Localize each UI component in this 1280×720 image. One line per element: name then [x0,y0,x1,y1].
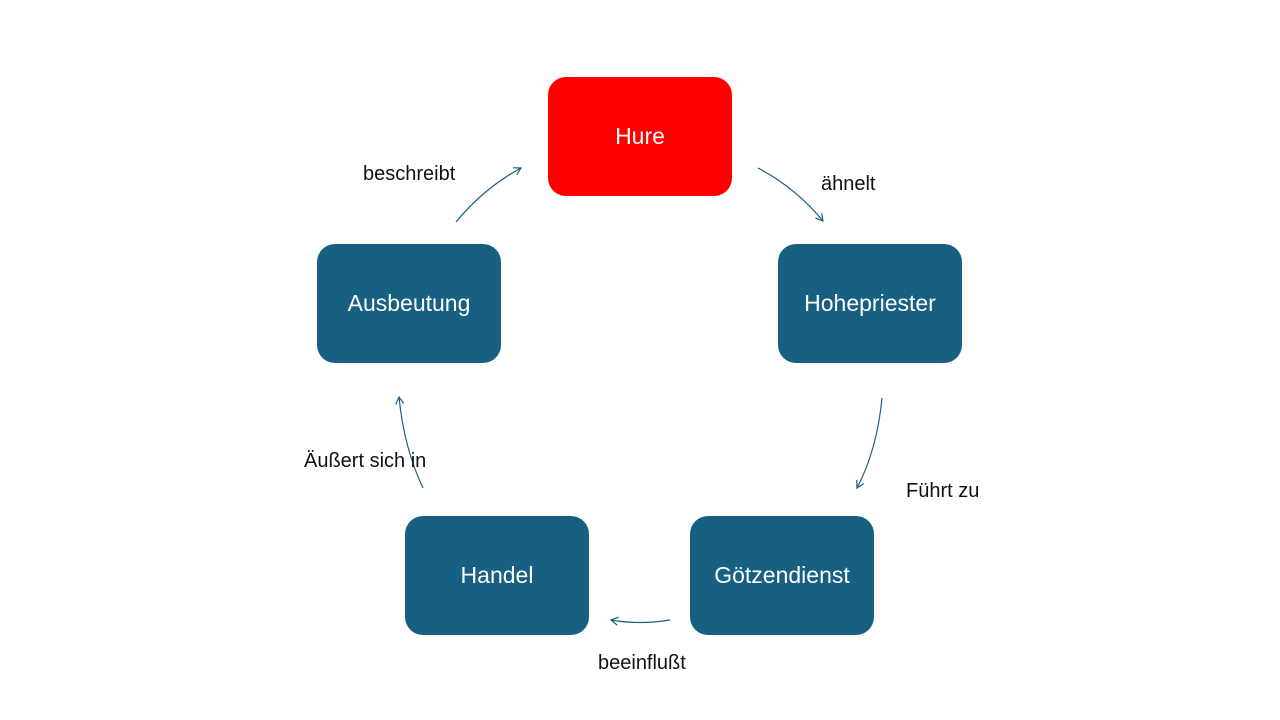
arrow-hure-to-hohepriester [757,167,824,222]
edge-label-beeinflusst: beeinflußt [598,652,686,674]
arrow-handel-to-ausbeutung [395,395,424,489]
arrow-ausbeutung-to-hure [455,167,523,223]
node-goetzendienst: Götzendienst [690,516,874,635]
arrow-goetzendienst-to-handel [609,616,671,626]
node-hohepriester: Hohepriester [778,244,962,363]
arrow-hohepriester-to-goetzendienst [856,397,883,490]
edge-label-beschreibt: beschreibt [363,163,456,185]
node-ausbeutung: Ausbeutung [317,244,501,363]
edge-label-aehnelt: ähnelt [821,173,876,195]
node-hure: Hure [548,77,732,196]
edge-label-fuehrt-zu: Führt zu [906,480,980,502]
node-handel: Handel [405,516,589,635]
edge-label-aeussert-sich-in: Äußert sich in [304,450,427,472]
